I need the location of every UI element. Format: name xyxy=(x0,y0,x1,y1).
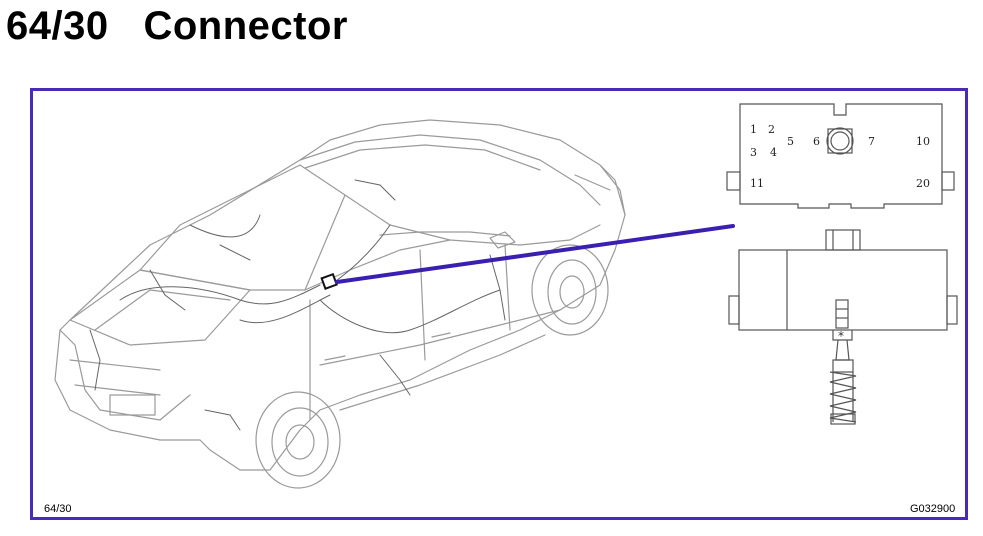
pin-2: 2 xyxy=(768,123,775,136)
wiring-harness xyxy=(89,179,506,431)
pin-11: 11 xyxy=(750,177,764,190)
pin-7: 7 xyxy=(868,135,875,148)
page-title: 64/30 Connector xyxy=(6,4,348,48)
pin-1: 1 xyxy=(750,123,757,136)
diagram-frame xyxy=(30,88,968,520)
pin-4: 4 xyxy=(770,146,777,159)
pointer-line xyxy=(335,224,735,284)
connector-location-marker xyxy=(320,272,338,290)
wire-marker-asterisk: * xyxy=(838,329,844,343)
connector-side-view xyxy=(728,229,958,425)
car-illustration xyxy=(54,119,626,489)
figure-ref-left: 64/30 xyxy=(44,503,72,515)
pin-3: 3 xyxy=(750,146,757,159)
pin-5: 5 xyxy=(787,135,794,148)
pin-20: 20 xyxy=(916,177,930,190)
pin-6: 6 xyxy=(813,135,820,148)
connector-pin-labels: 1 2 3 4 5 6 7 10 11 20 xyxy=(750,123,930,190)
pin-10: 10 xyxy=(916,135,930,148)
figure-ref-right: G032900 xyxy=(910,503,956,515)
connector-face-view xyxy=(726,103,955,209)
